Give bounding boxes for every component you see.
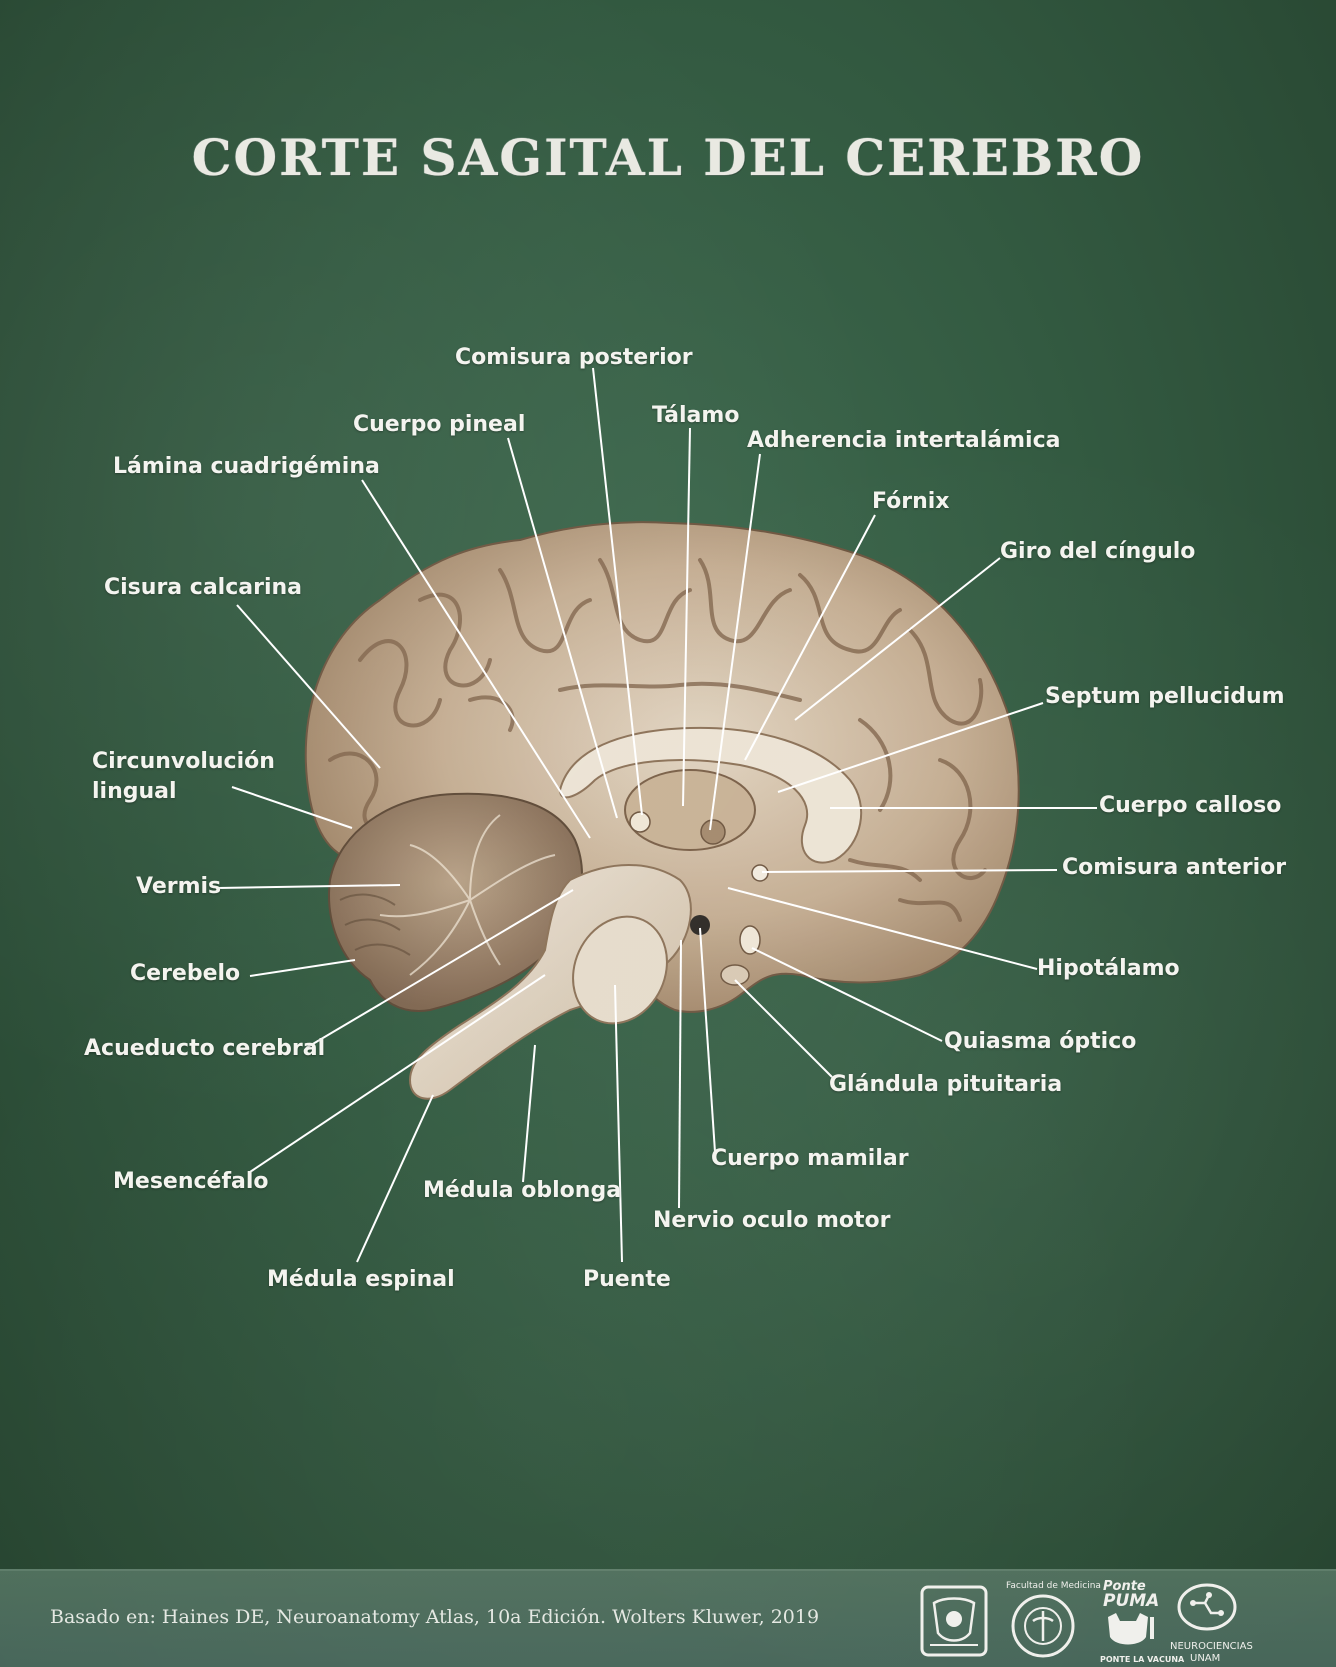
- optic-chiasm: [739, 925, 761, 955]
- logo-puma-caption-1: Ponte: [1103, 1579, 1146, 1594]
- line-lamina: [361, 479, 591, 839]
- label-comisura-posterior: Comisura posterior: [455, 345, 693, 370]
- logo-neuro-caption-1: NEUROCIENCIAS: [1170, 1641, 1253, 1652]
- line-septum: [777, 702, 1044, 793]
- mammillary-body: [690, 915, 710, 935]
- line-cuerpo-pineal: [507, 437, 618, 819]
- label-giro-cingulo: Giro del cíngulo: [1000, 539, 1196, 564]
- interthalamic-adhesion: [700, 819, 726, 845]
- logo-neuro-caption-2: UNAM: [1190, 1653, 1221, 1664]
- page-title: CORTE SAGITAL DEL CEREBRO: [191, 128, 1145, 187]
- logo-puma-caption-2: PUMA: [1103, 1591, 1160, 1611]
- line-cisura-calcarina: [236, 604, 381, 769]
- line-quiasma: [751, 947, 943, 1042]
- line-circunvolucion: [231, 786, 353, 829]
- puma-mask-icon: [1108, 1613, 1154, 1645]
- neurociencias-brain-icon: [1177, 1583, 1237, 1631]
- line-comisura-anterior: [761, 869, 1058, 873]
- line-medula-espinal: [356, 1094, 434, 1263]
- label-talamo: Tálamo: [652, 403, 740, 428]
- pineal-body: [629, 811, 651, 833]
- line-talamo: [682, 427, 691, 807]
- label-adherencia: Adherencia intertalámica: [747, 428, 1061, 453]
- line-hipotalamo: [727, 887, 1038, 970]
- label-hipotalamo: Hipotálamo: [1037, 956, 1180, 981]
- gyri-lines: [328, 558, 987, 922]
- label-medula-oblonga: Médula oblonga: [423, 1178, 622, 1203]
- line-mesencefalo: [249, 974, 546, 1173]
- label-cuerpo-calloso: Cuerpo calloso: [1099, 793, 1282, 818]
- label-fornix: Fórnix: [872, 489, 950, 514]
- label-circunvolucion-2: lingual: [92, 779, 177, 804]
- line-acueducto: [305, 889, 574, 1049]
- logo-medicina-caption: Facultad de Medicina: [1006, 1581, 1101, 1591]
- line-cerebelo: [249, 959, 356, 977]
- label-acueducto: Acueducto cerebral: [84, 1036, 326, 1061]
- label-septum: Septum pellucidum: [1045, 684, 1285, 709]
- anterior-commissure: [751, 864, 769, 882]
- label-nervio-oculo: Nervio oculo motor: [653, 1208, 891, 1233]
- label-vermis: Vermis: [136, 874, 222, 899]
- footer-bar: Basado en: Haines DE, Neuroanatomy Atlas…: [0, 1569, 1336, 1667]
- line-fornix: [744, 514, 876, 761]
- line-vermis: [217, 884, 401, 889]
- label-puente: Puente: [583, 1267, 671, 1292]
- pons: [572, 915, 668, 1025]
- label-lamina: Lámina cuadrigémina: [113, 454, 380, 479]
- arbor-vitae: [379, 814, 556, 976]
- label-cisura-calcarina: Cisura calcarina: [104, 575, 303, 600]
- line-adherencia: [709, 453, 761, 831]
- label-circunvolucion-1: Circunvolución: [92, 749, 275, 774]
- line-puente: [614, 984, 623, 1263]
- label-cerebelo: Cerebelo: [130, 961, 241, 986]
- line-medula-oblonga: [522, 1044, 536, 1183]
- brain-diagram: [217, 367, 1097, 1263]
- label-pituitaria: Glándula pituitaria: [829, 1072, 1063, 1097]
- thalamus: [624, 769, 756, 851]
- credit-text: Basado en: Haines DE, Neuroanatomy Atlas…: [50, 1606, 820, 1628]
- facultad-medicina-seal-icon: [1011, 1594, 1075, 1658]
- logo-puma-caption-3: PONTE LA VACUNA: [1100, 1655, 1185, 1664]
- line-comisura-posterior: [592, 367, 643, 816]
- label-cuerpo-mamilar: Cuerpo mamilar: [711, 1146, 909, 1171]
- label-medula-espinal: Médula espinal: [267, 1267, 455, 1292]
- line-giro-cingulo: [794, 557, 1001, 721]
- label-comisura-anterior: Comisura anterior: [1062, 855, 1287, 880]
- label-mesencefalo: Mesencéfalo: [113, 1169, 269, 1194]
- leader-lines: [217, 367, 1097, 1263]
- unam-seal-icon: [920, 1585, 988, 1657]
- line-pituitaria: [734, 979, 833, 1078]
- pituitary-gland: [720, 964, 750, 986]
- line-cuerpo-mamilar: [699, 927, 716, 1153]
- line-nervio-oculo: [678, 939, 682, 1209]
- label-cuerpo-pineal: Cuerpo pineal: [353, 412, 526, 437]
- label-quiasma: Quiasma óptico: [944, 1029, 1137, 1054]
